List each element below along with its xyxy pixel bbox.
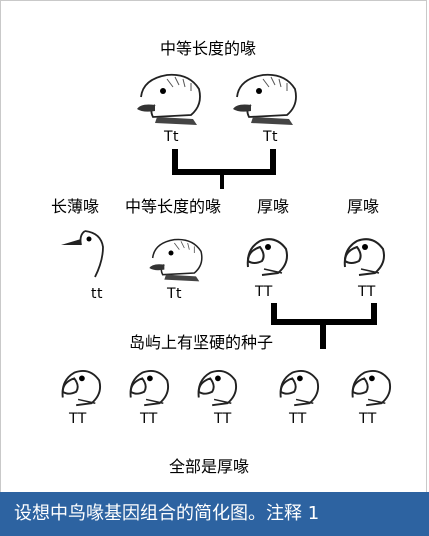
cross-bracket-right [270, 149, 276, 175]
diagram-title: 中等长度的喙 [160, 39, 257, 58]
cross-bracket-bottom [172, 169, 276, 175]
descendant-genotype: TT [214, 411, 232, 427]
caption-text: 设想中鸟喙基因组合的简化图。注释 1 [14, 503, 320, 524]
thick-beak-finch-icon [246, 238, 288, 276]
descendant-genotype: TT [69, 411, 87, 427]
offspring-label: 长薄喙 [51, 197, 100, 216]
thick-beak-finch-icon [343, 238, 385, 276]
descendant-genotype: TT [289, 411, 307, 427]
thin-beak-finch-icon [61, 230, 104, 278]
cross-bracket-stem [320, 325, 326, 349]
cross-bracket-stem [220, 175, 224, 189]
medium-beak-finch-icon [233, 73, 297, 125]
descendant-genotype: TT [359, 411, 377, 427]
medium-beak-finch-icon [137, 73, 201, 125]
cross-bracket-left [172, 149, 178, 175]
offspring-label: 中等长度的喙 [125, 197, 222, 216]
offspring-genotype: Tt [167, 286, 183, 302]
thick-beak-finch-icon [61, 370, 102, 407]
thick-beak-finch-icon [197, 370, 238, 407]
offspring-genotype: tt [91, 286, 103, 302]
caption-bar: 设想中鸟喙基因组合的简化图。注释 1 [0, 492, 429, 536]
offspring-label: 厚喙 [257, 197, 290, 216]
thick-beak-finch-icon [351, 370, 392, 407]
thick-beak-finch-icon [129, 370, 170, 407]
result-label: 全部是厚喙 [169, 457, 250, 476]
selection-label: 岛屿上有坚硬的种子 [129, 333, 274, 352]
parent-genotype: Tt [263, 129, 279, 145]
cross-bracket-right [371, 303, 377, 325]
offspring-label: 厚喙 [347, 197, 380, 216]
parent-genotype: Tt [164, 129, 180, 145]
descendant-genotype: TT [140, 411, 158, 427]
offspring-genotype: TT [255, 284, 273, 300]
thick-beak-finch-icon [279, 370, 320, 407]
medium-beak-finch-icon [149, 238, 203, 282]
offspring-genotype: TT [358, 284, 376, 300]
cross-bracket-bottom [271, 319, 377, 325]
cross-bracket-left [271, 303, 277, 325]
